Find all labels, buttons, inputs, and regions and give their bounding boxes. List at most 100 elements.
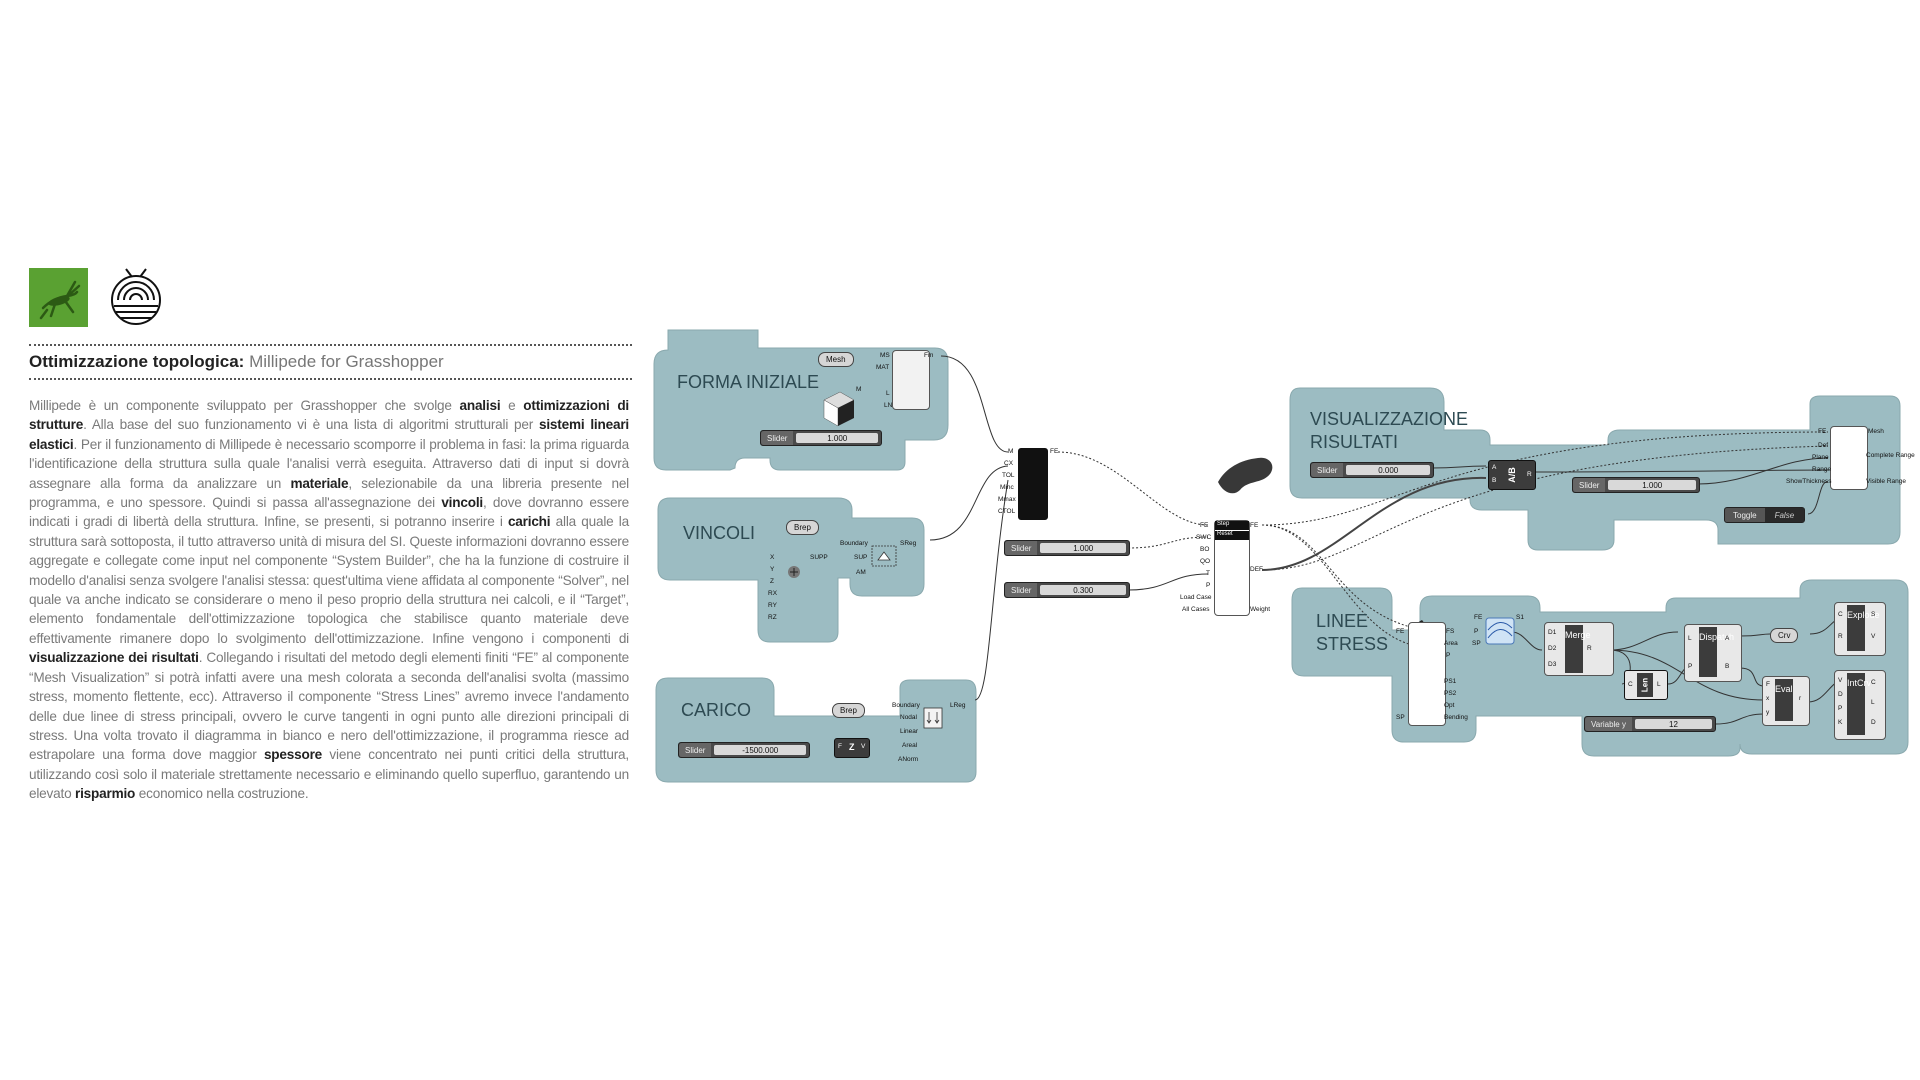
millipede-logo (106, 268, 166, 326)
para-text: . Alla base del suo funzionamento vi è u… (83, 417, 539, 433)
divider-bottom (29, 378, 632, 380)
port-rx: RX (768, 590, 778, 597)
para-bold: ottimizzazioni di strutture (29, 398, 629, 433)
group-carico (655, 677, 977, 783)
slider-name: Slider (1311, 463, 1344, 477)
brep-param-carico[interactable]: Brep (832, 703, 865, 718)
description-paragraph: Millipede è un componente sviluppato per… (29, 396, 629, 804)
load-icon (923, 707, 943, 729)
toggle-value: False (1764, 508, 1805, 522)
wire-stress-merge (1511, 631, 1543, 651)
port-z: Z (770, 578, 774, 585)
slider-vis-a[interactable]: Slider 0.000 (1310, 462, 1434, 478)
port-intcrv-k: K (1838, 719, 1843, 726)
para-bold: materiale (290, 475, 349, 491)
port-builder-tol: TOL (1002, 472, 1015, 479)
explode-component[interactable]: C R Explode S V (1834, 602, 1886, 656)
smoke-image (1218, 457, 1273, 494)
slider-forma[interactable]: Slider 1.000 (760, 430, 882, 446)
port-ab-a: A (1492, 464, 1497, 471)
curve-param[interactable]: Crv (1770, 628, 1799, 643)
port-merge-d2: D2 (1548, 645, 1557, 652)
toggle-show-thickness[interactable]: Toggle False (1724, 507, 1806, 523)
wire-slider2-solver (1127, 573, 1209, 591)
slider-solver-2[interactable]: Slider 0.300 (1004, 582, 1130, 598)
unit-vector-component[interactable]: F Z V (834, 738, 870, 758)
port-linear: Linear (900, 728, 919, 735)
port-eval-r: r (1799, 695, 1802, 702)
stress-mesh-icon (1485, 617, 1515, 645)
port-stress-sp: SP (1472, 640, 1481, 647)
slider-name: Slider (1005, 583, 1038, 597)
port-v: V (861, 743, 866, 750)
wire-solver-meshvis-fe (1261, 431, 1829, 526)
merge-label: Merge (1565, 630, 1591, 640)
slider-solver-1[interactable]: Slider 1.000 (1004, 540, 1130, 556)
port-stress-p: P (1474, 628, 1479, 635)
stress-lines-component[interactable] (1408, 622, 1446, 726)
group-label-linee2: STRESS (1316, 634, 1389, 654)
port-z-label: Z (849, 742, 855, 752)
millipede-icon (111, 268, 161, 325)
port-boundary-carico: Boundary (892, 702, 920, 709)
brep-param-vincoli[interactable]: Brep (786, 520, 819, 535)
group-label-vis1: VISUALIZZAZIONE (1310, 409, 1469, 429)
port-solver-qo: QO (1200, 558, 1211, 565)
port-explode-s: S (1871, 611, 1876, 618)
wire-toggle-meshvis (1807, 481, 1829, 515)
system-builder-component[interactable] (1018, 448, 1048, 520)
title-light: Millipede for Grasshopper (244, 352, 444, 371)
slider-value: 1.000 (1040, 543, 1126, 553)
port-mv-visible: Visible Range (1866, 478, 1906, 485)
material-component[interactable] (892, 350, 930, 410)
wire-sliderA-ab (1431, 465, 1487, 469)
para-text: . Collegando i risultati del metodo degl… (29, 650, 630, 763)
intcrv-core: IntCrv (1847, 673, 1871, 735)
division-component[interactable]: A B A/B R (1488, 460, 1536, 490)
eval-label: Eval (1775, 684, 1793, 694)
page-title: Ottimizzazione topologica: Millipede for… (29, 352, 444, 372)
mesh-param[interactable]: Mesh (818, 352, 854, 367)
dispatch-component[interactable]: L P Dispatch A B (1684, 624, 1742, 682)
port-sreg: SReg (900, 540, 917, 547)
slider-variable-y[interactable]: Variable y 12 (1584, 716, 1716, 732)
evaluate-component[interactable]: F x y Eval r (1762, 676, 1810, 726)
dispatch-label: Dispatch (1699, 632, 1735, 642)
port-intcrv-d-out: D (1871, 719, 1876, 726)
len-core: Len (1637, 673, 1653, 697)
port-solver-out-fe: FE (1250, 522, 1259, 529)
port-builder-m: M (1008, 448, 1014, 455)
explode-label: Explode (1847, 610, 1880, 620)
solver-reset-button[interactable]: Reset (1215, 531, 1249, 540)
mesh-visualization-component[interactable] (1830, 426, 1868, 490)
port-am: AM (856, 569, 866, 576)
group-label-linee1: LINEE (1316, 611, 1369, 631)
solver-component[interactable]: Step Reset (1214, 520, 1250, 616)
slider-name: Variable y (1585, 717, 1632, 731)
port-mat: MAT (876, 364, 890, 371)
port-anorm: ANorm (898, 756, 919, 763)
interpolate-curve-component[interactable]: V D P K IntCrv C L D (1834, 670, 1886, 740)
grasshopper-icon (29, 268, 88, 327)
length-component[interactable]: C Len L (1624, 670, 1668, 700)
dispatch-core: Dispatch (1699, 627, 1734, 677)
para-text: Millipede è un componente sviluppato per… (29, 398, 460, 413)
anchor-icon (788, 566, 800, 578)
port-sl-p: P (1446, 652, 1451, 659)
group-label-carico: CARICO (681, 700, 752, 720)
division-label: A/B (1507, 467, 1517, 483)
solver-step-button[interactable]: Step (1215, 521, 1249, 530)
port-mv-range: Range (1812, 466, 1832, 473)
port-explode-v: V (1871, 633, 1876, 640)
slider-vis-b[interactable]: Slider 1.000 (1572, 477, 1700, 493)
port-sl-ps1: PS1 (1444, 678, 1457, 685)
port-supp: SUPP (810, 554, 828, 561)
merge-component[interactable]: D1 D2 D3 Merge R (1544, 622, 1614, 676)
slider-name: Slider (1573, 478, 1606, 492)
support-icon (871, 545, 897, 567)
para-bold: analisi (459, 398, 501, 413)
port-lreg: LReg (950, 702, 966, 709)
port-rz: RZ (768, 614, 777, 621)
port-solver-t: T (1206, 570, 1210, 577)
slider-carico[interactable]: Slider -1500.000 (678, 742, 810, 758)
